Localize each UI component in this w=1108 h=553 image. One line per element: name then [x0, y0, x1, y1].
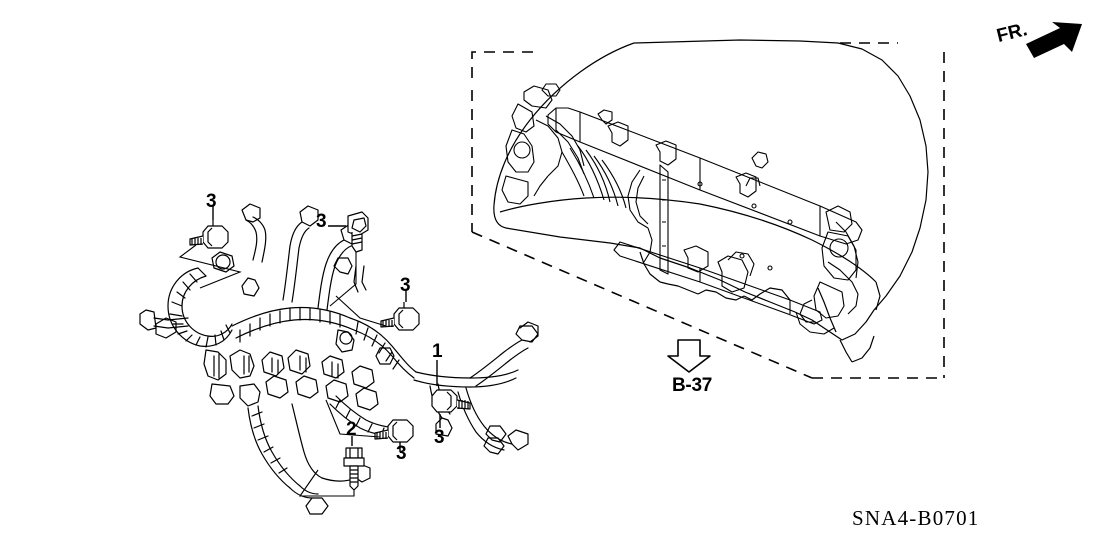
bolt-part-3b — [347, 211, 369, 253]
pointer-line-3b — [329, 252, 357, 307]
callout-1-harness: 1 — [432, 341, 443, 362]
diagram-part-number: SNA4-B0701 — [852, 506, 980, 530]
pointer-line-3c — [335, 295, 387, 327]
callout-2-bolt: 2 — [346, 419, 357, 440]
pointer-line-3d — [325, 399, 381, 438]
callout-3-upper-middle: 3 — [316, 211, 327, 232]
pointer-line-2 — [298, 469, 355, 497]
callout-3-bottom-right: 3 — [434, 427, 445, 448]
pointer-line-3a — [178, 244, 242, 289]
callout-3-top-left: 3 — [206, 191, 217, 212]
bolt-part-2 — [343, 447, 365, 491]
fr-arrow-icon — [1026, 22, 1082, 58]
bolt-part-3e — [431, 389, 471, 413]
section-reference-b37[interactable]: B-37 — [672, 375, 712, 396]
ip-reinforcement-beam — [501, 83, 863, 335]
down-arrow-icon — [667, 339, 711, 373]
bolt-part-3a — [189, 220, 229, 249]
bolt-part-3c — [380, 302, 420, 331]
wire-harness-assembly — [139, 203, 539, 515]
callout-3-right-middle: 3 — [400, 275, 411, 296]
bolt-part-3d — [374, 419, 414, 443]
callout-3-bottom-center: 3 — [396, 443, 407, 464]
dashed-reference-box — [471, 42, 945, 379]
